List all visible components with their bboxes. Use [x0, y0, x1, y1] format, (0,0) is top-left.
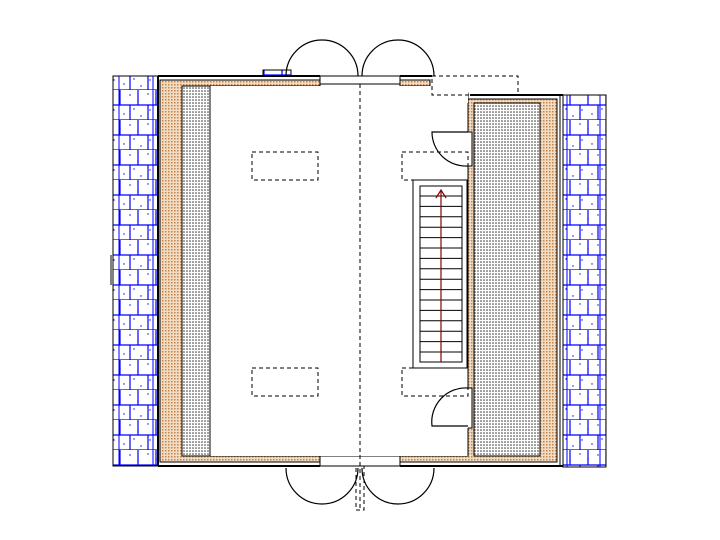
dotted-panel-right — [473, 102, 541, 457]
side-door-lower[interactable] — [431, 387, 469, 427]
side-door-upper[interactable] — [431, 131, 469, 167]
double-door-bottom[interactable] — [285, 467, 435, 505]
stair-arrow-head — [435, 188, 447, 199]
dotted-panel-left — [181, 85, 211, 457]
staircase — [412, 179, 468, 369]
brick-cladding-right — [562, 94, 607, 468]
brick-cladding-left — [112, 75, 159, 467]
double-door-top[interactable] — [285, 39, 435, 77]
